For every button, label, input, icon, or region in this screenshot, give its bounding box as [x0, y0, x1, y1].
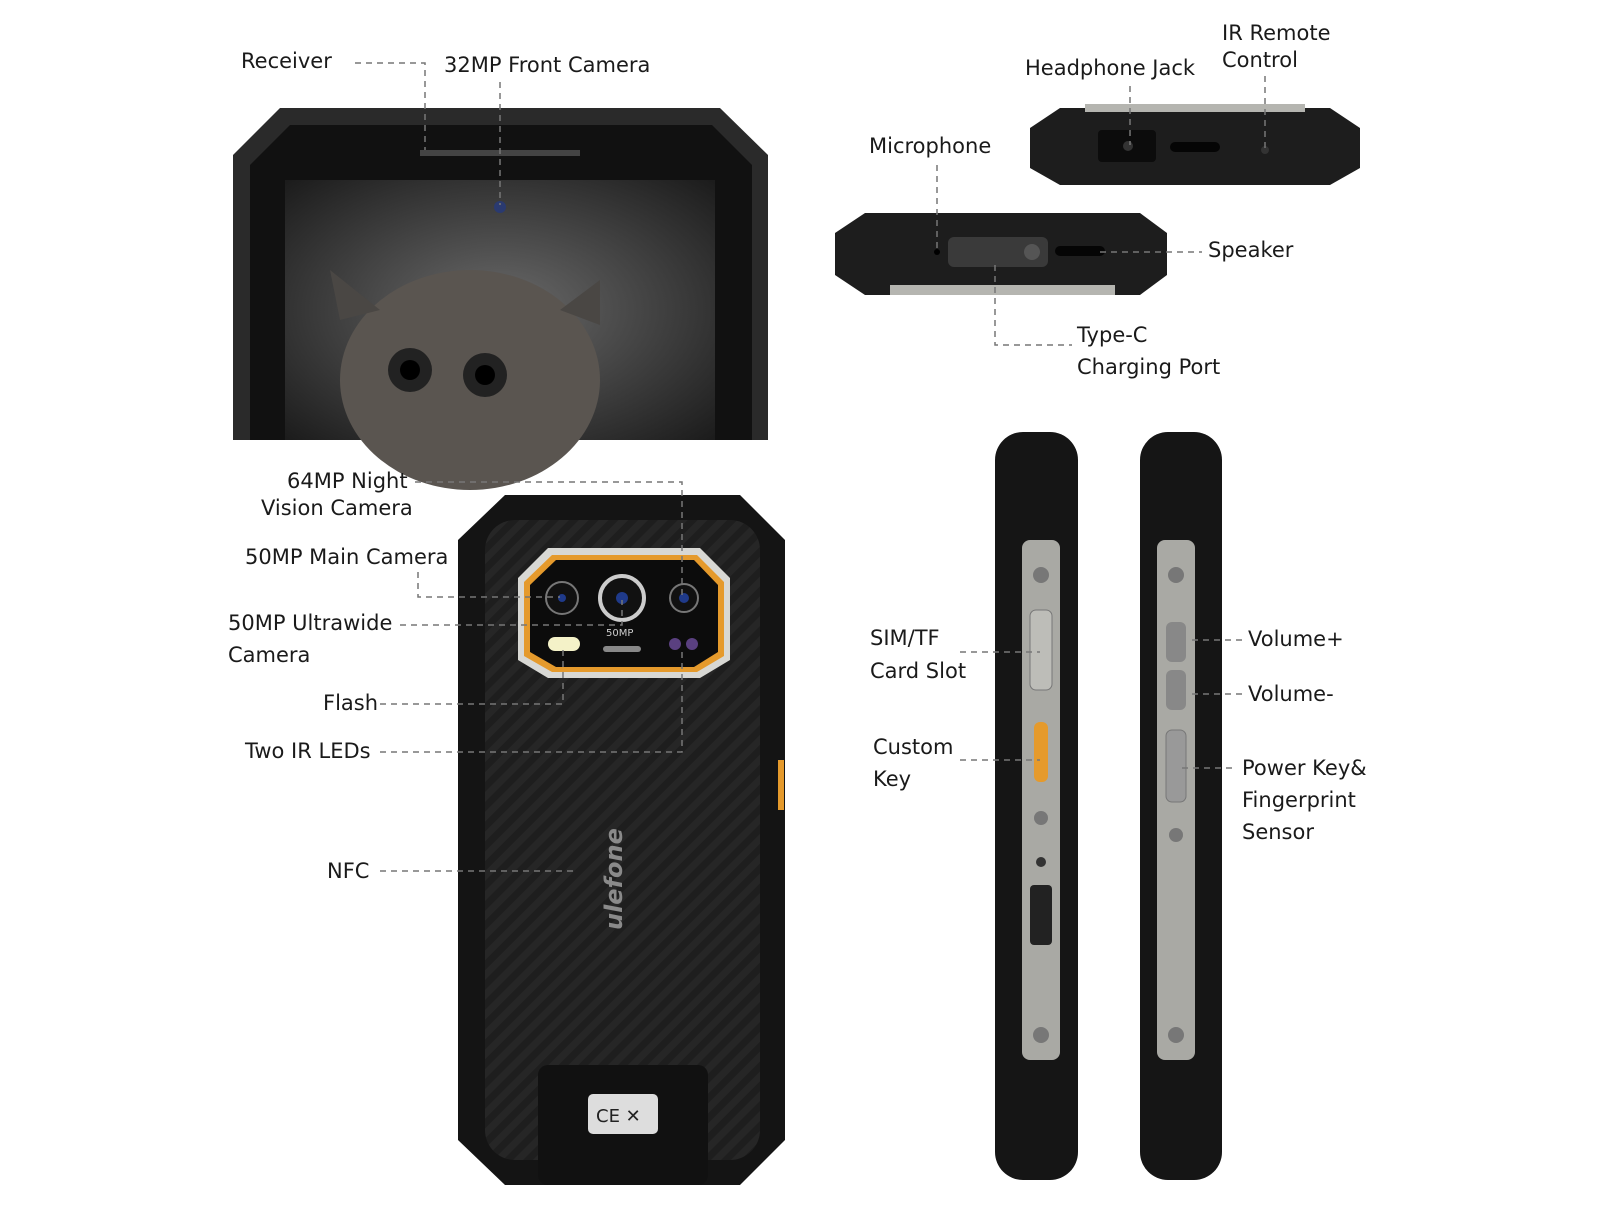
label-typec-2: Charging Port — [1077, 355, 1221, 379]
power-key — [1165, 729, 1187, 803]
right-side-view — [1140, 432, 1222, 1180]
label-front-camera: 32MP Front Camera — [444, 53, 651, 77]
bottom-edge-view — [835, 213, 1167, 295]
label-power-key-3: Sensor — [1242, 820, 1314, 844]
label-ultrawide: 50MP Ultrawide — [228, 611, 393, 635]
label-microphone: Microphone — [869, 134, 992, 158]
left-side-view — [995, 432, 1078, 1180]
volume-up-button — [1166, 622, 1186, 662]
label-sim: SIM/TF — [870, 626, 940, 650]
svg-text:CE ✕: CE ✕ — [596, 1106, 641, 1127]
label-ir-remote-2: Control — [1222, 48, 1298, 72]
label-speaker: Speaker — [1208, 238, 1294, 262]
label-nfc: NFC — [327, 859, 370, 883]
label-flash: Flash — [323, 691, 379, 715]
label-ir-remote: IR Remote — [1222, 21, 1331, 45]
label-night-camera-2: Vision Camera — [261, 496, 413, 520]
custom-key — [1034, 722, 1048, 782]
brand-logo: ulefone — [600, 828, 628, 930]
label-power-key-2: Fingerprint — [1242, 788, 1356, 812]
front-camera-lens — [494, 201, 506, 213]
label-night-camera: 64MP Night — [287, 469, 408, 493]
sim-tray — [1029, 609, 1053, 691]
label-volume-down: Volume- — [1248, 682, 1334, 706]
ir-led — [669, 638, 681, 650]
label-ir-leds: Two IR LEDs — [245, 739, 371, 763]
label-sim-2: Card Slot — [870, 659, 967, 683]
label-custom-key: Custom — [873, 735, 954, 759]
camera-badge: 50MP — [606, 628, 634, 639]
label-headphone-jack: Headphone Jack — [1025, 56, 1196, 80]
label-receiver: Receiver — [241, 49, 332, 73]
label-ultrawide-2: Camera — [228, 643, 311, 667]
label-custom-key-2: Key — [873, 767, 912, 791]
label-main-camera: 50MP Main Camera — [245, 545, 449, 569]
volume-down-button — [1166, 670, 1186, 710]
label-volume-up: Volume+ — [1248, 627, 1344, 651]
ir-led — [686, 638, 698, 650]
front-view-phone — [233, 108, 768, 490]
label-power-key: Power Key& — [1242, 756, 1367, 780]
flash-led — [548, 637, 580, 651]
leader-lines — [355, 62, 1266, 872]
top-edge-view — [1030, 104, 1360, 185]
label-typec: Type-C — [1077, 323, 1148, 347]
back-view-phone: CE ✕ — [458, 495, 785, 1185]
